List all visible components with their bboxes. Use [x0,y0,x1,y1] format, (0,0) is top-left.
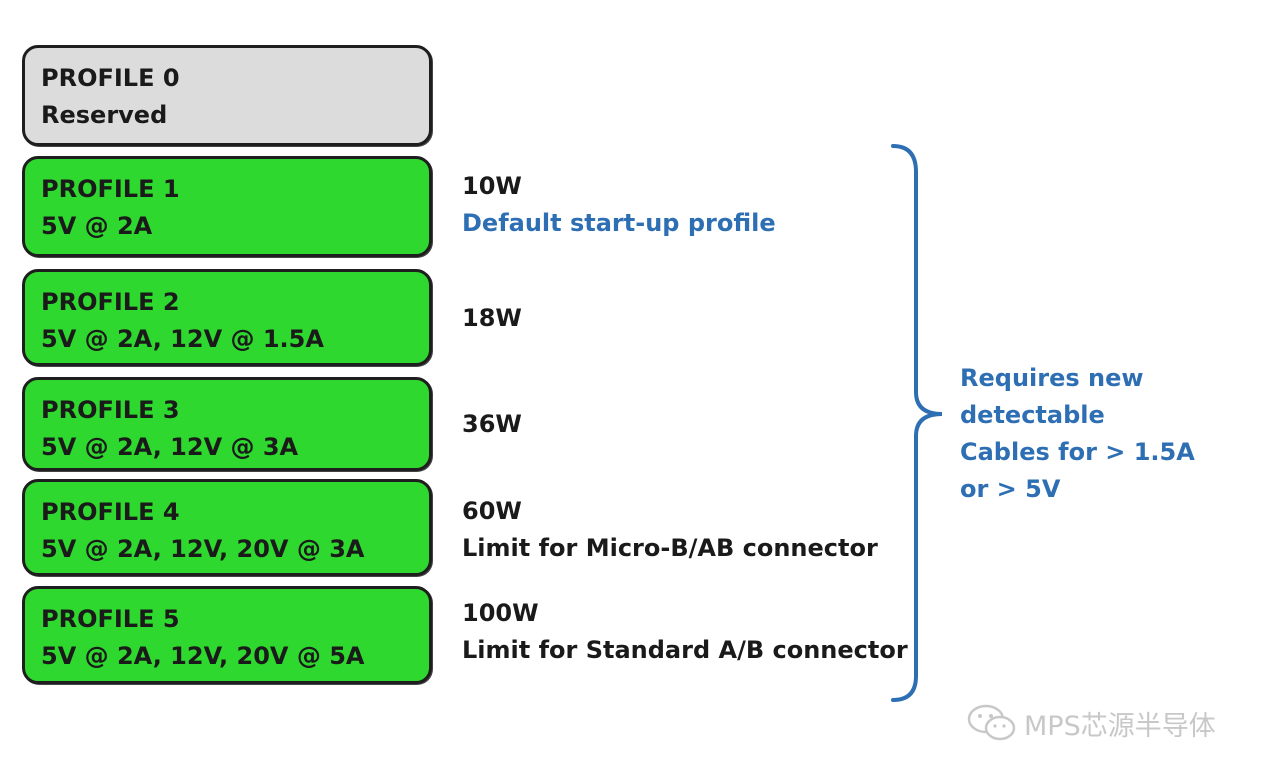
profile-0-box: PROFILE 0 Reserved [22,45,432,146]
profile-0-title: PROFILE 0 [41,64,180,92]
profile-5-note: Limit for Standard A/B connector [462,636,908,664]
profile-4-note: Limit for Micro-B/AB connector [462,534,878,562]
profile-5-spec: 5V @ 2A, 12V, 20V @ 5A [41,642,365,670]
note-line-4: or > 5V [960,475,1061,503]
wechat-icon [967,704,1016,741]
profile-5-box: PROFILE 5 5V @ 2A, 12V, 20V @ 5A [22,586,432,684]
profile-2-description: 18W [462,300,522,337]
profile-1-note: Default start-up profile [462,209,776,237]
profile-2-title: PROFILE 2 [41,288,180,316]
profile-3-box: PROFILE 3 5V @ 2A, 12V @ 3A [22,377,432,471]
watermark: MPS芯源半导体 [966,703,1216,743]
profile-3-spec: 5V @ 2A, 12V @ 3A [41,433,299,461]
profile-0-spec: Reserved [41,101,168,129]
profile-4-title: PROFILE 4 [41,498,180,526]
profile-5-title: PROFILE 5 [41,605,180,633]
profile-1-description: 10W Default start-up profile [462,168,776,242]
profile-4-description: 60W Limit for Micro-B/AB connector [462,493,878,567]
note-line-1: Requires new [960,364,1144,392]
profile-4-spec: 5V @ 2A, 12V, 20V @ 3A [41,535,365,563]
note-line-2: detectable [960,401,1105,429]
profile-4-box: PROFILE 4 5V @ 2A, 12V, 20V @ 3A [22,479,432,576]
profile-1-power: 10W [462,172,522,200]
watermark-text: MPS芯源半导体 [1024,710,1216,742]
profile-1-spec: 5V @ 2A [41,212,153,240]
cable-requirement-note: Requires new detectable Cables for > 1.5… [960,360,1195,508]
profile-1-title: PROFILE 1 [41,175,180,203]
profile-3-description: 36W [462,406,522,443]
profile-2-box: PROFILE 2 5V @ 2A, 12V @ 1.5A [22,269,432,366]
profile-1-box: PROFILE 1 5V @ 2A [22,156,432,257]
profile-5-power: 100W [462,599,539,627]
profile-2-spec: 5V @ 2A, 12V @ 1.5A [41,325,324,353]
note-line-3: Cables for > 1.5A [960,438,1195,466]
profile-4-power: 60W [462,497,522,525]
profile-3-power: 36W [462,410,522,438]
profile-3-title: PROFILE 3 [41,396,180,424]
profile-5-description: 100W Limit for Standard A/B connector [462,595,908,669]
profile-2-power: 18W [462,304,522,332]
